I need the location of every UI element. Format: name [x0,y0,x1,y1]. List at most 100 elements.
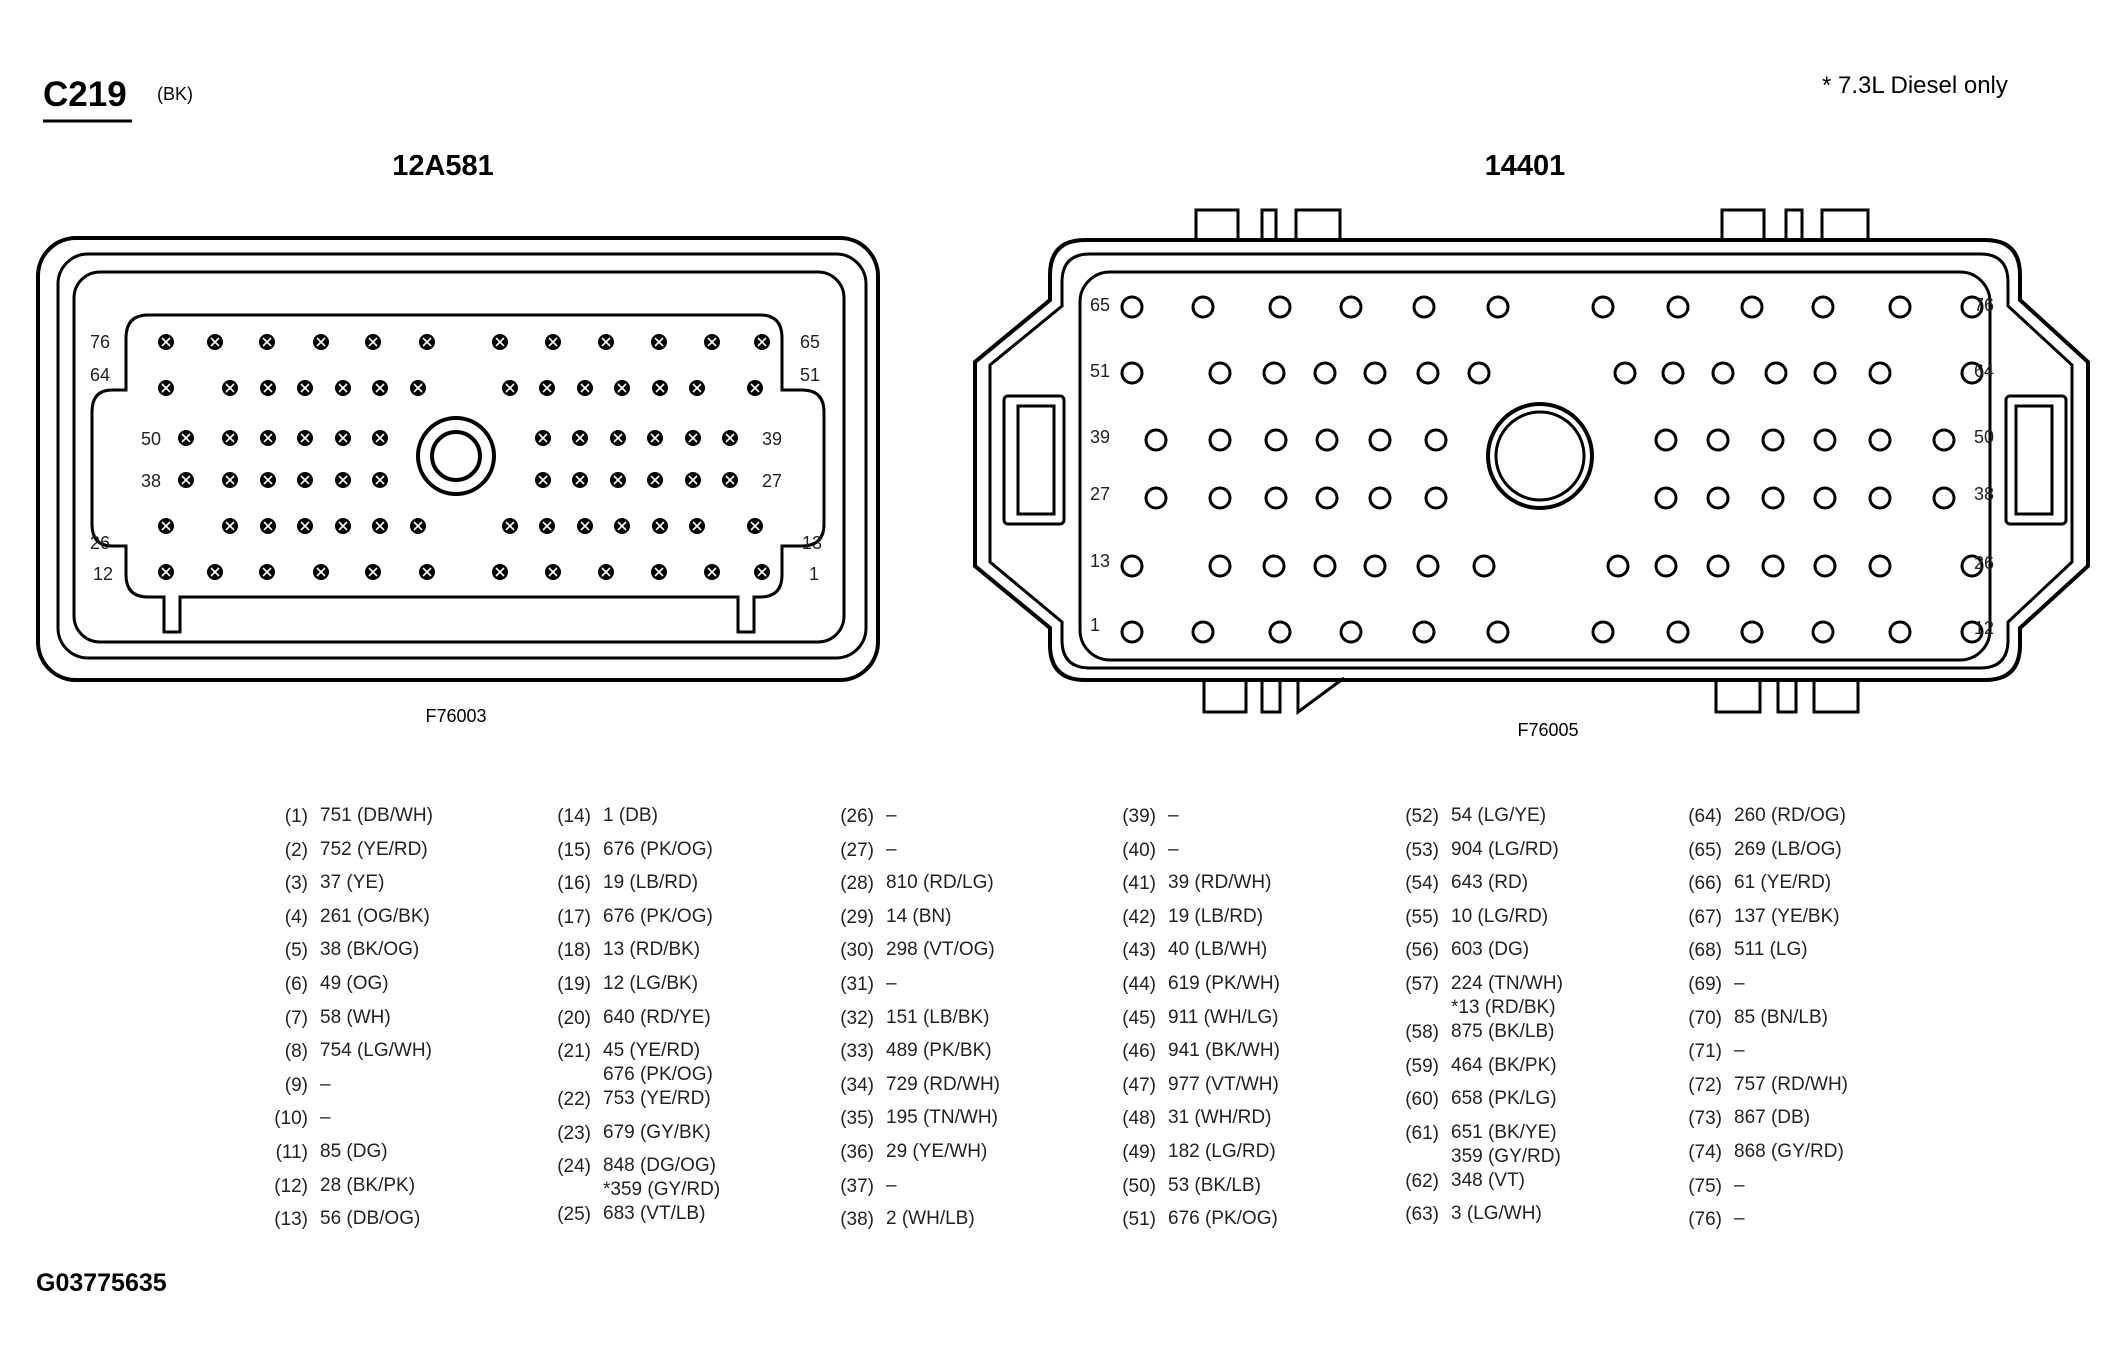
pin-circuit: 640 (RD/YE) [603,1002,720,1030]
right-row-labels: 65 76 51 64 39 50 27 38 13 26 1 12 [1090,295,1994,638]
pin-circuit-line: 619 (PK/WH) [1168,972,1280,994]
pin-cavity [1339,620,1363,644]
pin-circuit-line: – [1168,838,1179,860]
pin-entry: (20)640 (RD/YE) [557,1002,720,1036]
pin-cavity [335,518,351,534]
pin-entry: (2)752 (YE/RD) [285,834,433,868]
pin-entry: (39)– [1122,800,1280,834]
pin-circuit: 260 (RD/OG) [1734,800,1848,828]
pin-circuit: – [1734,1170,1848,1198]
pin-entry: (57)224 (TN/WH)*13 (RD/BK) [1405,968,1563,1018]
left-part-number: 12A581 [392,150,494,182]
pin-entry: (67)137 (YE/BK) [1688,901,1848,935]
pin-circuit: – [1168,834,1280,862]
pin-circuit-line: 511 (LG) [1734,939,1808,961]
pin-number: (31) [840,973,874,995]
pin-circuit: 58 (WH) [320,1002,433,1030]
pin-cavity [259,564,275,580]
pin-number: (35) [840,1108,874,1130]
pin-number: (70) [1688,1007,1722,1029]
pin-column-1: (1)751 (DB/WH)(2)752 (YE/RD)(3)37 (YE)(4… [274,800,433,1237]
pin-circuit-line: 810 (RD/LG) [886,872,994,894]
pin-entry: (61)651 (BK/YE)359 (GY/RD) [1405,1117,1563,1167]
pin-cavity [614,518,630,534]
pin-cavity [1486,620,1510,644]
pin-cavity [365,334,381,350]
pin-entry: (47)977 (VT/WH) [1122,1069,1280,1103]
pin-circuit-line: – [1734,1208,1745,1230]
row-label: 1 [1090,615,1100,635]
pin-circuit-line: 261 (OG/BK) [320,905,430,927]
pin-number: (16) [557,873,591,895]
pin-circuit-line: 676 (PK/OG) [603,1064,713,1086]
pin-cavity [1315,428,1339,452]
pin-number: (24) [557,1156,591,1178]
pin-entry: (12)28 (BK/PK) [274,1170,433,1204]
pin-circuit: 40 (LB/WH) [1168,934,1280,962]
pin-entry: (25)683 (VT/LB) [557,1198,720,1232]
pin-number: (32) [840,1007,874,1029]
pin-circuit: – [886,800,1000,828]
pin-number: (74) [1688,1141,1722,1163]
pin-circuit: 2 (WH/LB) [886,1203,1000,1231]
pin-entry: (66)61 (YE/RD) [1688,867,1848,901]
pin-circuit-line: 729 (RD/WH) [886,1073,1001,1095]
pin-number: (19) [557,973,591,995]
row-label: 1 [809,564,819,584]
pin-cavity [335,380,351,396]
pin-number: (1) [284,806,308,827]
pin-circuit-line: 643 (RD) [1451,872,1529,894]
pin-number: (50) [1122,1175,1156,1197]
pin-entry: (5)38 (BK/OG) [285,934,433,968]
pin-number: (45) [1122,1007,1156,1029]
pin-number: (52) [1405,806,1439,827]
connector-color: (BK) [157,84,193,104]
pin-number: (8) [284,1041,308,1063]
pin-circuit-line: 13 (RD/BK) [603,939,701,961]
pin-cavity [1706,428,1730,452]
pin-cavity [260,380,276,396]
row-label: 27 [1090,484,1110,504]
pin-cavity [535,472,551,488]
pin-circuit: 3 (LG/WH) [1451,1198,1563,1226]
pin-entry: (38)2 (WH/LB) [840,1203,1000,1237]
pin-circuit: 658 (PK/LG) [1451,1083,1563,1111]
pin-cavity [1811,620,1835,644]
pin-number: (51) [1122,1209,1156,1231]
pin-circuit: 13 (RD/BK) [603,934,720,962]
pin-circuit-line: – [886,838,897,860]
pin-cavity [1591,295,1615,319]
row-label: 38 [141,471,161,491]
pin-number: (63) [1405,1204,1439,1226]
row-label: 76 [1974,295,1994,315]
pin-number: (30) [840,940,874,962]
pin-circuit-line: 904 (LG/RD) [1451,838,1559,860]
pin-circuit-line: 911 (WH/LG) [1168,1006,1279,1028]
pin-cavity [158,564,174,580]
pin-circuit: 603 (DG) [1451,934,1563,962]
pin-cavity [178,472,194,488]
pin-circuit-line: 489 (PK/BK) [886,1040,992,1062]
pin-number: (55) [1405,906,1439,928]
pin-circuit-line: 2 (WH/LB) [886,1208,975,1230]
pin-entry: (70)85 (BN/LB) [1688,1002,1848,1036]
pin-circuit-line: 19 (LB/RD) [1168,905,1264,927]
pin-entry: (54)643 (RD) [1405,867,1563,901]
pin-cavity [1740,620,1764,644]
pin-number: (9) [284,1074,308,1096]
pin-circuit: 679 (GY/BK) [603,1117,720,1145]
pin-circuit: – [320,1102,433,1130]
pin-circuit-line: 867 (DB) [1734,1107,1811,1129]
pin-number: (17) [557,906,591,928]
pin-cavity [1888,620,1912,644]
pin-entry: (17)676 (PK/OG) [557,901,720,935]
pin-cavity [1262,554,1286,578]
pin-cavity [704,334,720,350]
pin-circuit-line: 40 (LB/WH) [1168,939,1268,961]
pin-cavity [689,518,705,534]
pin-circuit: 904 (LG/RD) [1451,834,1563,862]
pin-number: (22) [557,1089,591,1111]
pin-circuit-line: 269 (LB/OG) [1734,838,1842,860]
pin-cavity [260,518,276,534]
